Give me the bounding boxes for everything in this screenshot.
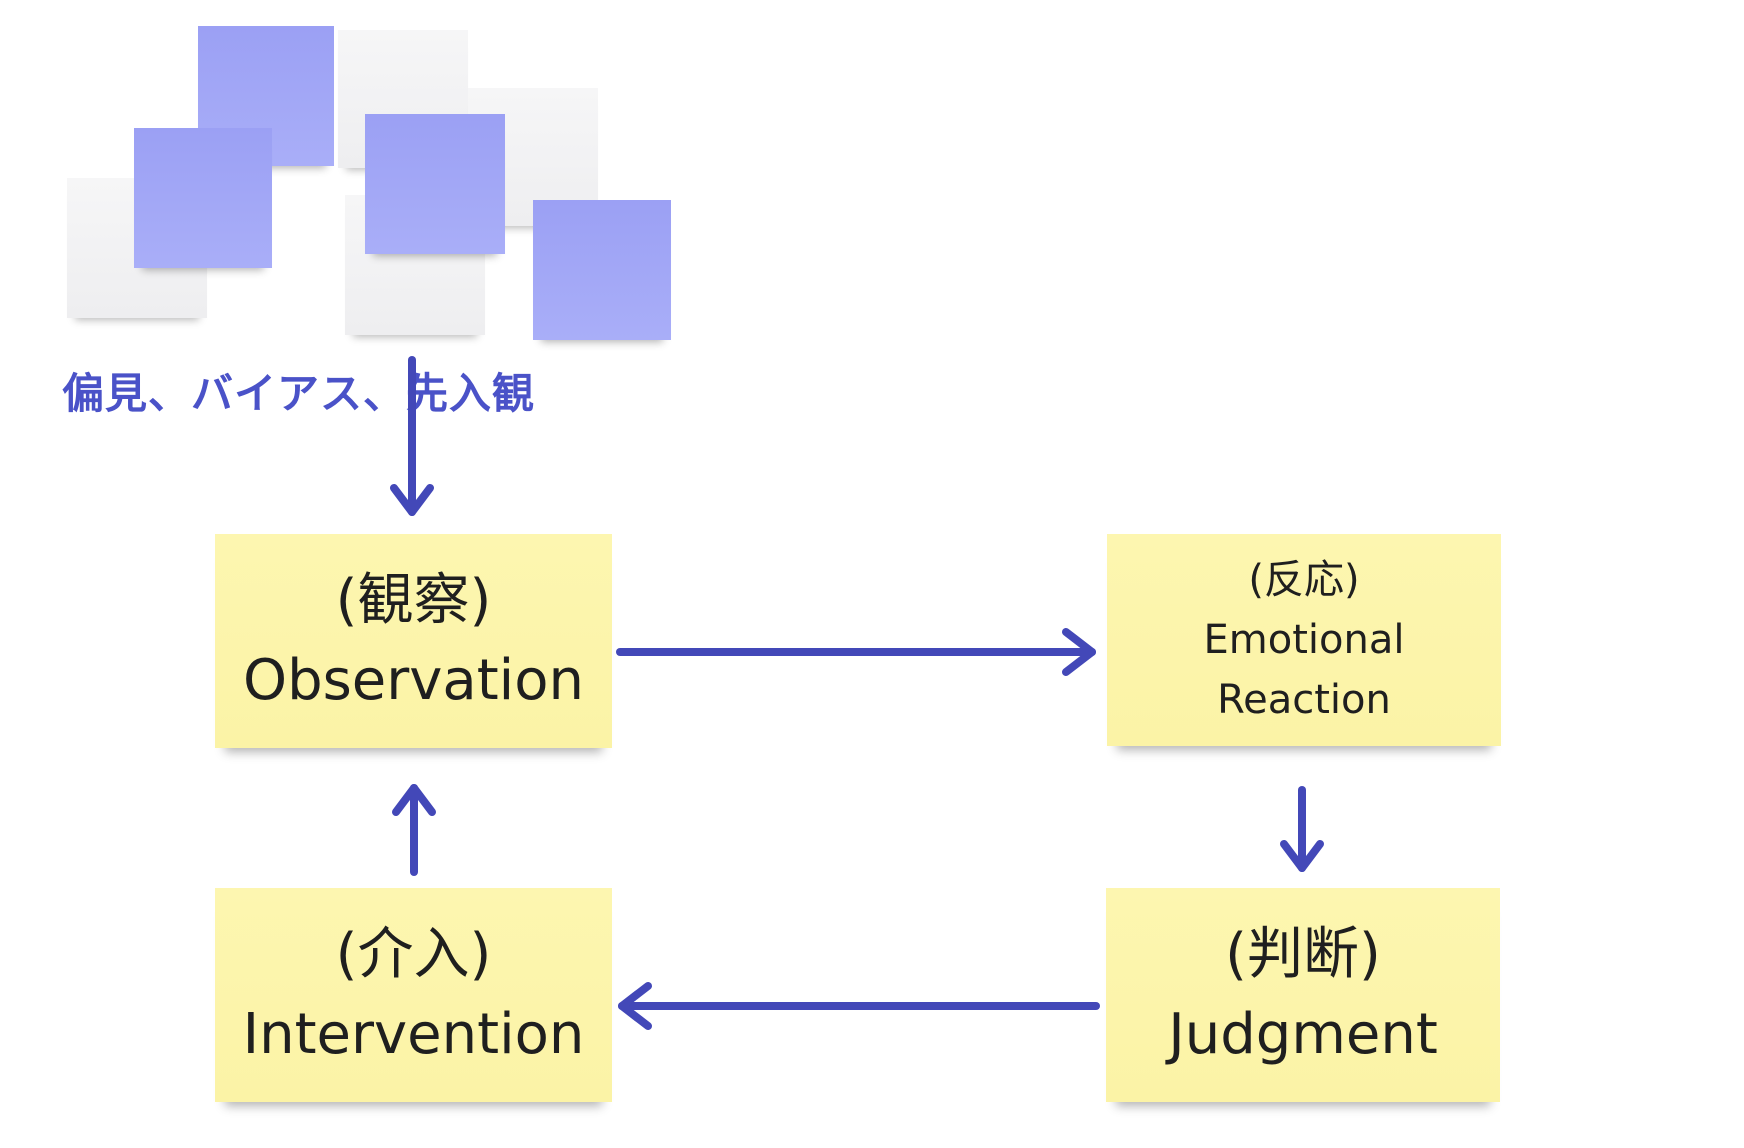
sticky-note-purple[interactable] — [365, 114, 505, 254]
intervention-en-label: Intervention — [242, 1002, 585, 1067]
intervention-box[interactable]: (介入) Intervention — [215, 888, 612, 1102]
emotional-reaction-box[interactable]: (反応) Emotional Reaction — [1107, 534, 1501, 746]
arrow-emotional-reaction-to-judgment[interactable] — [1280, 786, 1324, 872]
emotional-reaction-en-line2: Reaction — [1217, 677, 1391, 723]
sticky-note-purple[interactable] — [533, 200, 671, 340]
observation-box[interactable]: (観察) Observation — [215, 534, 612, 748]
sticky-note-purple[interactable] — [134, 128, 272, 268]
emotional-reaction-en-line1: Emotional — [1203, 617, 1405, 663]
arrow-judgment-to-intervention[interactable] — [618, 982, 1100, 1030]
judgment-jp-label: (判断) — [1225, 922, 1381, 987]
observation-en-label: Observation — [242, 648, 584, 713]
arrow-bias-to-observation[interactable] — [390, 356, 434, 516]
arrow-observation-to-emotional-reaction[interactable] — [616, 628, 1096, 676]
judgment-box[interactable]: (判断) Judgment — [1106, 888, 1500, 1102]
judgment-en-label: Judgment — [1168, 1002, 1438, 1067]
emotional-reaction-jp-label: (反応) — [1248, 557, 1360, 603]
bias-label: 偏見、バイアス、先入観 — [62, 369, 536, 418]
observation-jp-label: (観察) — [335, 568, 492, 633]
arrow-intervention-to-observation[interactable] — [392, 784, 436, 876]
intervention-jp-label: (介入) — [335, 922, 492, 987]
